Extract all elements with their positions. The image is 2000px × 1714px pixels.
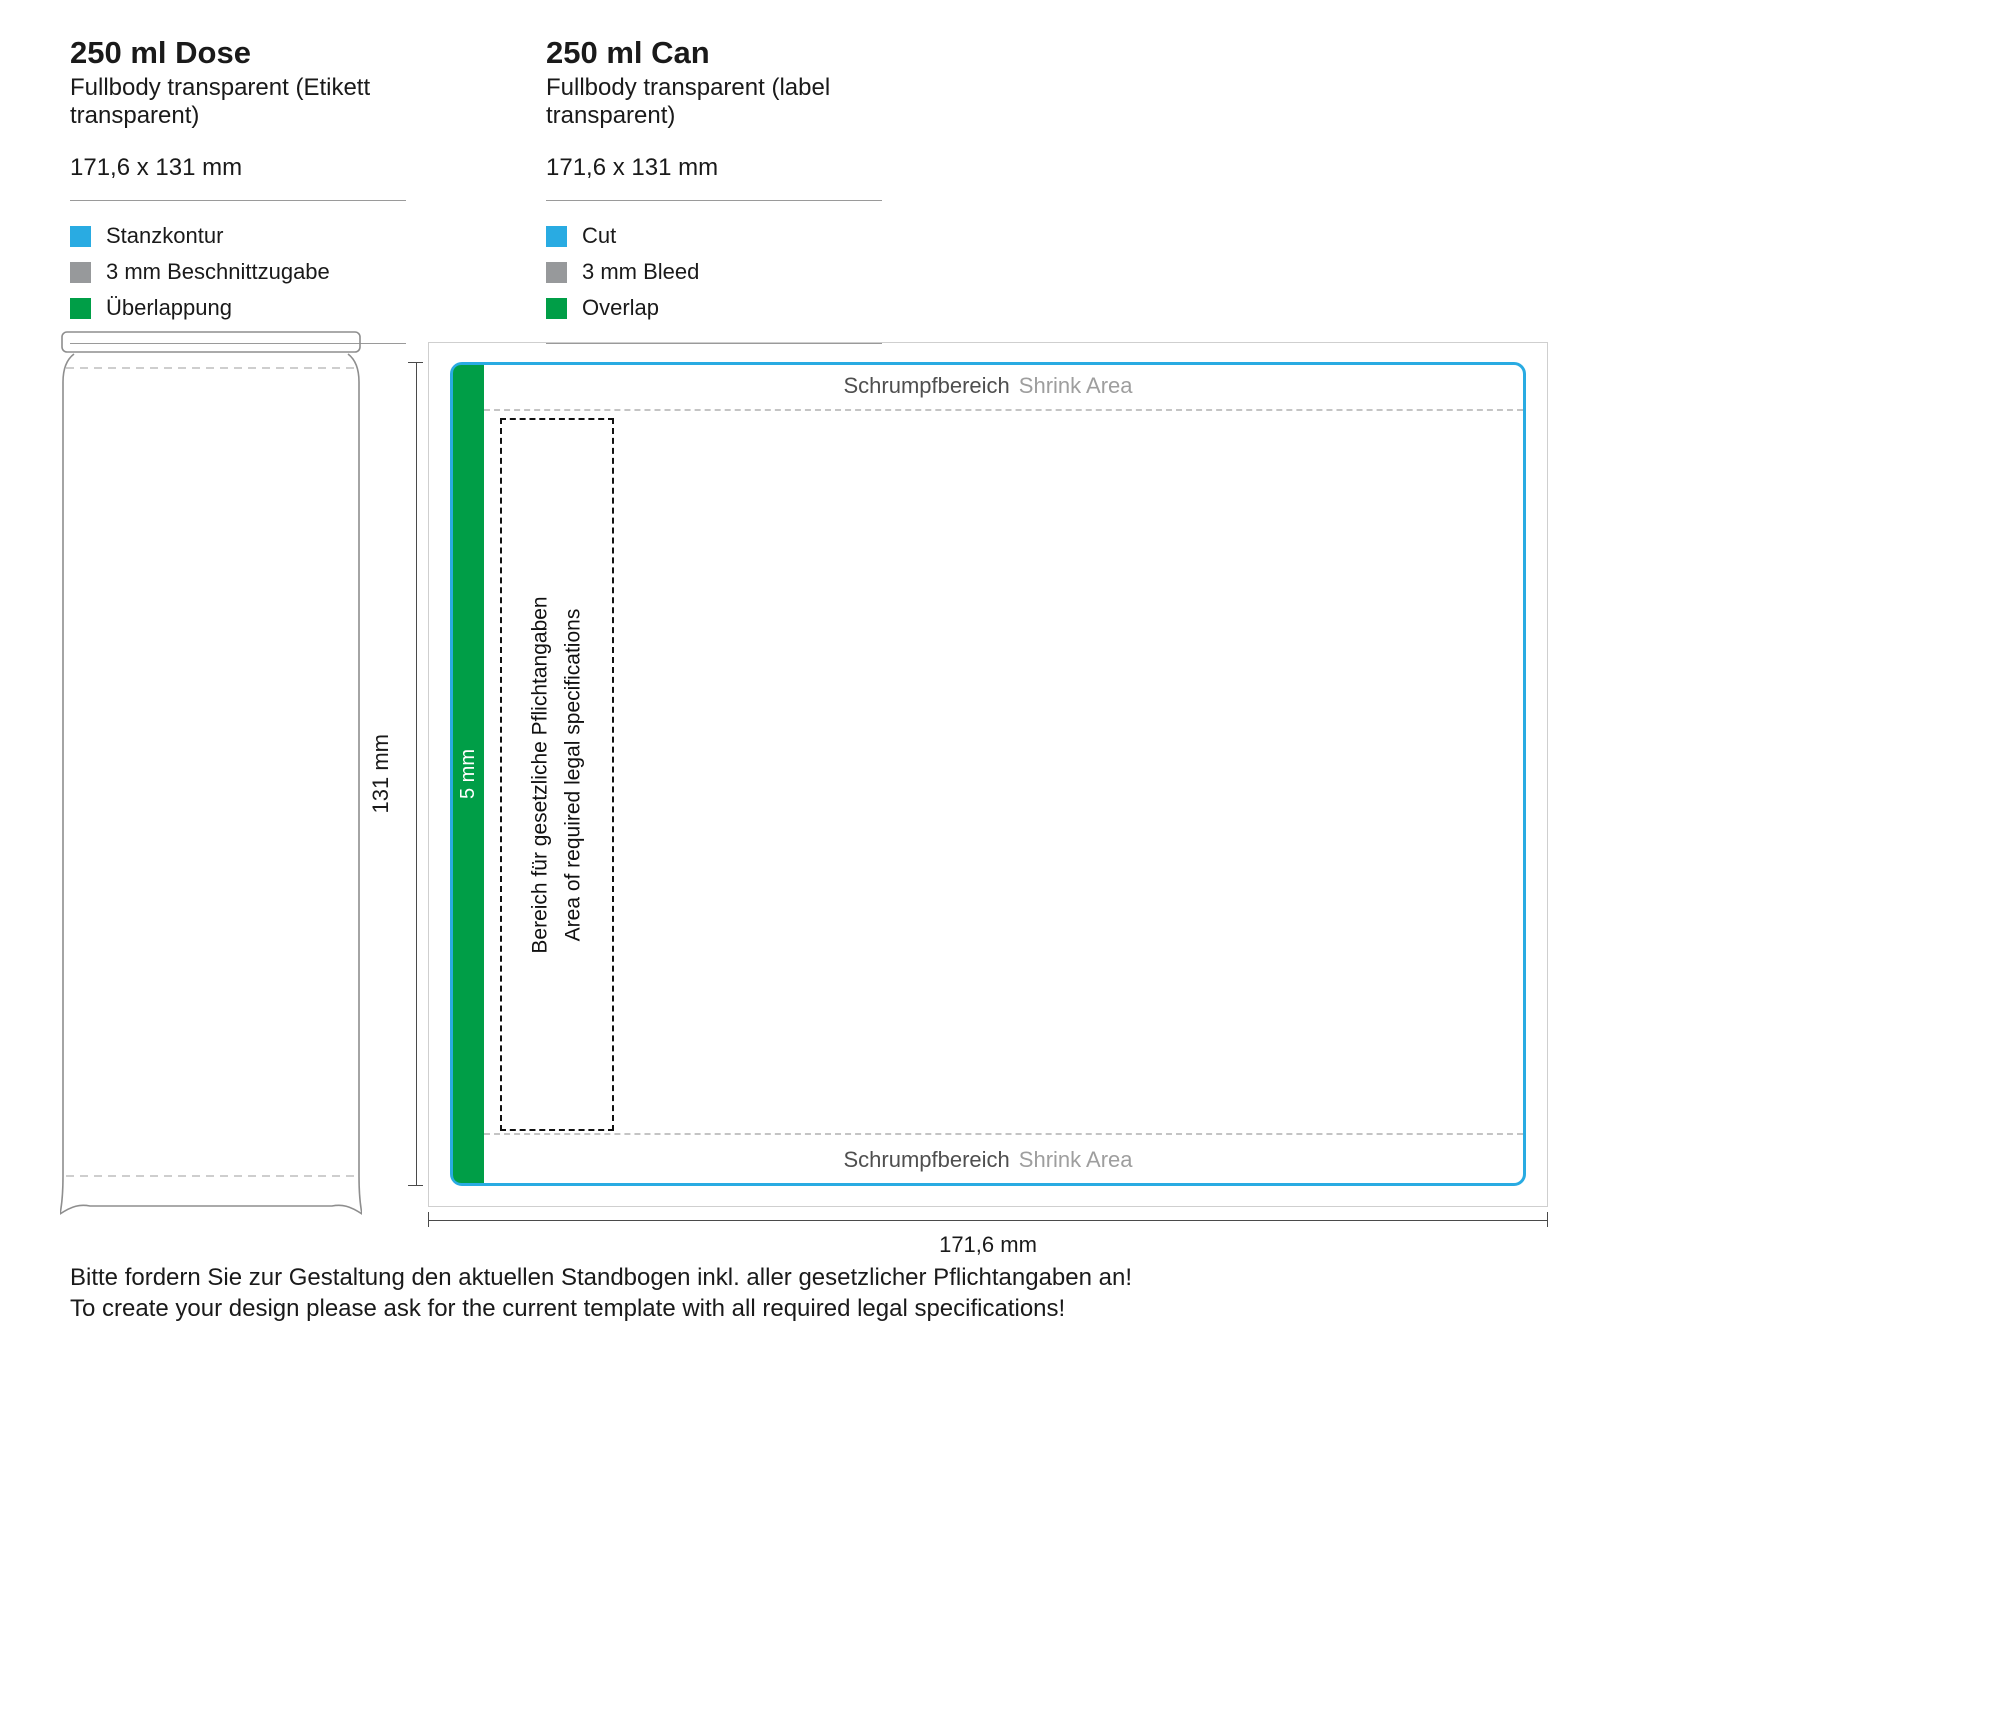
overlap-bar: 5 mm: [453, 365, 484, 1183]
dose-subtitle: Fullbody transparent (Etikett transparen…: [70, 74, 371, 130]
bleed-color-swatch: [70, 261, 91, 283]
dimension-line: [415, 362, 417, 1186]
legend-row-beschnittzugabe: 3 mm Beschnittzugabe: [70, 259, 406, 285]
overlap-width-label: 5 mm: [457, 749, 479, 799]
legend-label: Cut: [582, 223, 617, 249]
divider: [546, 200, 882, 202]
overlap-color-swatch: [546, 297, 567, 319]
legend-row-cut: Cut: [546, 223, 882, 249]
footer-note-en: To create your design please ask for the…: [70, 1295, 1066, 1322]
can-outline-svg: [60, 331, 362, 1215]
dimension-tick: [1547, 1212, 1548, 1227]
width-dimension-label: 171,6 mm: [939, 1232, 1037, 1257]
footer-note: Bitte fordern Sie zur Gestaltung den akt…: [70, 1262, 1132, 1324]
shrink-area-bottom-label-de: Schrumpfbereich: [843, 1147, 1010, 1172]
legend-row-overlap: Overlap: [546, 295, 882, 321]
cut-color-swatch: [70, 225, 91, 247]
legend-label: 3 mm Beschnittzugabe: [106, 259, 330, 285]
shrink-area-top-label-de: Schrumpfbereich: [843, 373, 1010, 398]
legend-row-stanzkontur: Stanzkontur: [70, 223, 406, 249]
legal-area-label-de: Bereich für gesetzliche Pflichtangaben: [528, 595, 552, 954]
height-dimension-text: 131 mm: [368, 734, 393, 814]
legend-label: Stanzkontur: [106, 223, 224, 249]
legend-label: 3 mm Bleed: [582, 259, 700, 285]
height-dimension-label: 131 mm: [366, 362, 396, 1186]
can-sleeve-outline: [60, 353, 362, 1215]
shrink-area-top-divider: [484, 409, 1523, 411]
divider: [70, 200, 406, 202]
legend-label: Überlappung: [106, 295, 232, 321]
cut-color-swatch: [546, 225, 567, 247]
dose-legend: Stanzkontur 3 mm Beschnittzugabe Überlap…: [70, 223, 406, 321]
can-info-block: 250 ml Can Fullbody transparent (label t…: [546, 35, 882, 345]
legal-area-label-en: Area of required legal specifications: [561, 608, 584, 941]
shrink-area-top-label: Schrumpfbereich Shrink Area: [453, 373, 1523, 399]
divider: [546, 343, 882, 345]
legend-row-ueberlappung: Überlappung: [70, 295, 406, 321]
can-dimensions: 171,6 x 131 mm: [546, 154, 719, 182]
shrink-area-top-label-en: Shrink Area: [1018, 373, 1133, 398]
overlap-color-swatch: [70, 297, 91, 319]
shrink-area-bottom-label: Schrumpfbereich Shrink Area: [453, 1147, 1523, 1173]
dose-dimensions: 171,6 x 131 mm: [70, 154, 243, 182]
shrink-area-bottom-divider: [484, 1133, 1523, 1135]
can-lid-rim: [61, 331, 361, 353]
legend-row-bleed: 3 mm Bleed: [546, 259, 882, 285]
can-legend: Cut 3 mm Bleed Overlap: [546, 223, 882, 321]
legal-area-label: Bereich für gesetzliche Pflichtangaben A…: [524, 596, 589, 953]
dimension-tick: [408, 1185, 423, 1186]
can-subtitle: Fullbody transparent (label transparent): [546, 74, 831, 130]
dose-info-block: 250 ml Dose Fullbody transparent (Etiket…: [70, 35, 406, 345]
divider: [70, 343, 406, 345]
width-dimension-line: [428, 1212, 1548, 1227]
dimension-line: [428, 1219, 1548, 1221]
legend-label: Overlap: [582, 295, 660, 321]
can-outline-diagram: [60, 330, 362, 1218]
legal-area-box: Bereich für gesetzliche Pflichtangaben A…: [500, 418, 614, 1131]
dose-title: 250 ml Dose: [70, 35, 251, 70]
bleed-color-swatch: [546, 261, 567, 283]
can-title: 250 ml Can: [546, 35, 710, 70]
bleed-outline: [428, 342, 1548, 1207]
footer-note-de: Bitte fordern Sie zur Gestaltung den akt…: [70, 1264, 1132, 1291]
shrink-area-bottom-label-en: Shrink Area: [1018, 1147, 1133, 1172]
height-dimension-line: [408, 362, 423, 1186]
